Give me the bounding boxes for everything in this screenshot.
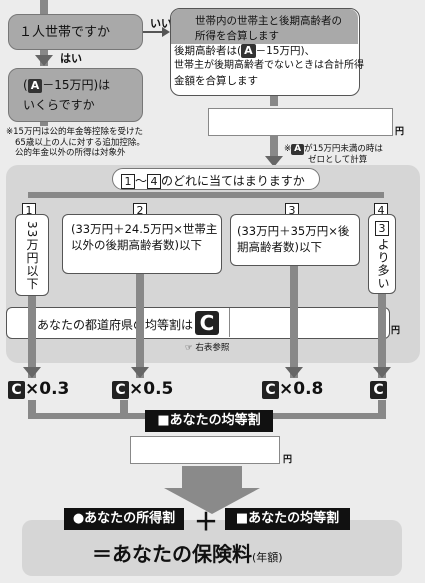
option-4-inner: 3 より多い [375, 221, 392, 290]
q3-text: のどれに当てはまりますか [161, 174, 305, 188]
merge-left-v [28, 400, 36, 418]
center-connector [270, 136, 278, 158]
option-1-text: 33万円以下 [25, 221, 39, 291]
prefecture-flat-rate-row: あなたの都道府県の均等割は C [6, 307, 390, 339]
option-3: (33万円＋35万円×後期高齢者数)以下 [230, 214, 360, 266]
note1-line3: 公的年金以外の所得は対象外 [15, 148, 126, 159]
multiplier-2-op: ×0.5 [129, 379, 174, 399]
badge-c-4: C [370, 381, 387, 399]
question-income-amount: (A－15万円)は いくらですか [8, 68, 143, 122]
your-premium-text: ＝あなたの保険料 [92, 542, 252, 566]
top-connector [40, 0, 48, 16]
no-arrow [143, 31, 165, 33]
option-4-num-in: 3 [375, 221, 389, 236]
badge-c-prefecture: C [195, 311, 219, 335]
your-flat-rate-field [130, 436, 280, 464]
right-body3: 金額を合算します [174, 74, 258, 87]
q3-num1: 1 [121, 174, 135, 189]
right-body1a: 後期高齢者は( [174, 45, 242, 57]
mult4-connector [378, 294, 386, 378]
mult4-arrowhead [373, 367, 391, 378]
mult2-connector [136, 274, 144, 378]
q2-line1-text: －15万円)は [42, 78, 111, 92]
note2-mark: ※ [284, 144, 292, 154]
see-right-table-note: ☞ 右表参照 [185, 343, 230, 353]
yen-unit-1: 円 [395, 127, 405, 137]
your-premium-line: ＝あなたの保険料(年額) [92, 538, 283, 567]
multiplier-2: C×0.5 [112, 380, 173, 399]
question-single-household-text: １人世帯ですか [19, 25, 111, 40]
left-down-connector [40, 122, 48, 126]
question-single-household: １人世帯ですか [8, 14, 143, 50]
badge-a-3: A [291, 144, 305, 155]
badge-c-2: C [112, 381, 129, 399]
prefecture-text: あなたの都道府県の均等割は [37, 318, 194, 332]
multiplier-4: C [370, 380, 387, 399]
income-amount-field [208, 108, 393, 136]
no-arrowhead [162, 27, 170, 37]
q3-num4: 4 [147, 174, 162, 189]
q2-line2: いくらですか [23, 98, 95, 112]
options-distribution-line [28, 192, 384, 198]
your-flat-rate-label-2: ■あなたの均等割 [225, 508, 350, 530]
badge-c-3: C [262, 381, 279, 399]
mult2-arrowhead [131, 367, 149, 378]
right-connector [270, 96, 278, 106]
your-income-rate-label: ●あなたの所得割 [64, 508, 184, 530]
right-head1: 世帯内の世帯主と後期高齢者の [195, 15, 342, 27]
multiplier-3: C×0.8 [262, 380, 323, 399]
right-body1: 後期高齢者は(A－15万円)、 [160, 44, 368, 59]
badge-a: A [27, 79, 43, 93]
multiplier-1: C×0.3 [8, 380, 69, 399]
mult1-arrowhead [23, 367, 41, 378]
yes-label: はい [60, 52, 82, 65]
right-head2: 所得を合算します [195, 30, 279, 42]
household-sum-box: 世帯内の世帯主と後期高齢者の 所得を合算します [170, 8, 360, 96]
note2-line2: ゼロとして計算 [308, 155, 368, 166]
yes-arrowhead [35, 55, 53, 66]
center-arrowhead [265, 156, 283, 167]
household-sum-header: 世帯内の世帯主と後期高齢者の 所得を合算します [171, 9, 358, 44]
right-body1c: －15万円)、 [255, 45, 316, 57]
badge-a-2: A [241, 44, 256, 58]
yen-unit-2: 円 [391, 326, 401, 336]
plus-sign: ＋ [194, 508, 218, 536]
right-body2: 世帯主が後期高齢者でないときは合計所得 [174, 60, 364, 72]
note2-line1-text: が15万円未満の時は [304, 144, 383, 154]
annual-unit: (年額) [252, 551, 283, 564]
merge-mid-v [120, 400, 128, 418]
q2-line1: (A－15万円)は [23, 77, 110, 93]
option-1: 33万円以下 [15, 214, 49, 296]
option-3-text: (33万円＋35万円×後期高齢者数)以下 [237, 224, 350, 255]
yen-unit-3: 円 [283, 455, 293, 465]
q2-open: ( [23, 78, 28, 92]
mult3-arrowhead [285, 367, 303, 378]
option-2-text: (33万円＋24.5万円×世帯主以外の後期高齢者数)以下 [71, 222, 218, 253]
note1-line1: ※15万円は公的年金等控除を受けた [6, 127, 143, 137]
mult1-connector [28, 296, 36, 378]
your-flat-rate-label: ■あなたの均等割 [145, 410, 273, 432]
option-4-text: より多い [376, 238, 390, 290]
badge-c-1: C [8, 381, 25, 399]
option-2: (33万円＋24.5万円×世帯主以外の後期高齢者数)以下 [62, 214, 222, 274]
prefecture-amount-field [229, 308, 379, 337]
multiplier-3-op: ×0.8 [279, 379, 324, 399]
note1-line2: 65歳以上の人に対する追加控除。 [15, 137, 145, 148]
household-sum-body: 後期高齢者は(A－15万円)、 世帯主が後期高齢者でないときは合計所得 金額を合… [160, 44, 368, 96]
note-pension-deduction: ※15万円は公的年金等控除を受けた 65歳以上の人に対する追加控除。 公的年金以… [6, 127, 145, 159]
option-4: 3 より多い [368, 214, 396, 294]
mult3-connector [290, 266, 298, 378]
big-down-arrow [182, 466, 242, 490]
q3-pre: 〜 [135, 174, 148, 188]
multiplier-1-op: ×0.3 [25, 379, 70, 399]
merge-right-v [378, 400, 386, 418]
